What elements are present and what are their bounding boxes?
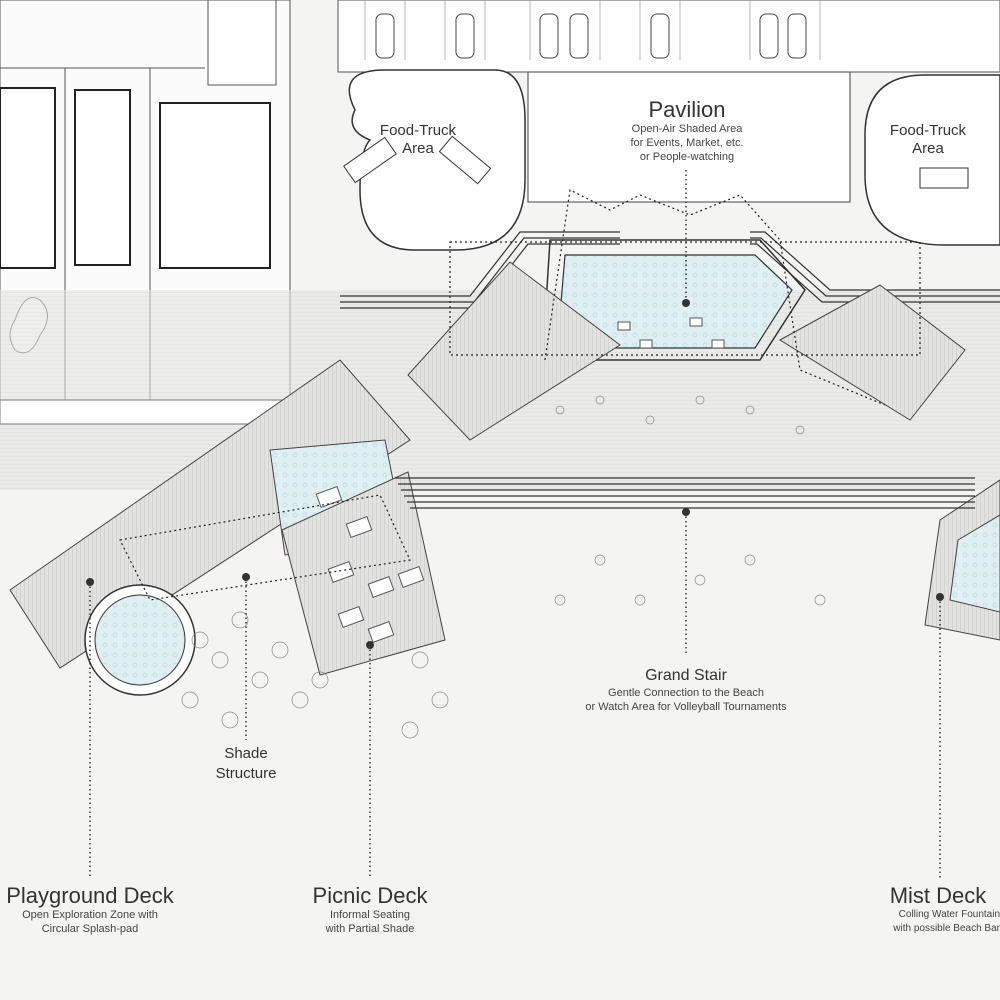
label-pavilion: Pavilion Open-Air Shaded Area for Events… bbox=[607, 98, 767, 164]
food-truck-right-title1: Food-Truck bbox=[889, 122, 967, 139]
playground-deck-title: Playground Deck bbox=[6, 883, 174, 908]
shade-structure-title2: Structure bbox=[215, 765, 277, 782]
playground-deck-sub2: Circular Splash-pad bbox=[41, 923, 139, 935]
label-food-truck-right: Food-Truck Area bbox=[888, 122, 968, 158]
shade-structure-title1: Shade bbox=[224, 745, 268, 762]
leader-lines bbox=[89, 170, 941, 878]
pavilion-block bbox=[527, 71, 851, 203]
grand-stair-sub2: or Watch Area for Volleyball Tournaments bbox=[585, 701, 787, 713]
label-mist-deck: Mist Deck Colling Water Fountain with po… bbox=[876, 884, 1000, 936]
shade-frames bbox=[119, 189, 921, 601]
food-truck-left-title1: Food-Truck bbox=[379, 122, 457, 139]
food-truck-right-title2: Area bbox=[912, 140, 944, 157]
mist-deck-sub2: with possible Beach Bar bbox=[893, 923, 1000, 934]
label-shade-structure: Shade Structure bbox=[206, 744, 286, 784]
decks bbox=[9, 261, 1000, 676]
grand-stair-lines bbox=[395, 477, 975, 509]
food-truck-areas bbox=[343, 69, 1000, 251]
label-grand-stair: Grand Stair Gentle Connection to the Bea… bbox=[566, 666, 806, 714]
pavilion-sub1: Open-Air Shaded Area bbox=[631, 123, 743, 135]
playground-deck-sub1: Open Exploration Zone with bbox=[22, 909, 158, 921]
label-playground-deck: Playground Deck Open Exploration Zone wi… bbox=[0, 884, 180, 936]
mist-deck-title: Mist Deck bbox=[889, 883, 987, 908]
label-picnic-deck: Picnic Deck Informal Seating with Partia… bbox=[300, 884, 440, 936]
picnic-deck-sub2: with Partial Shade bbox=[325, 923, 415, 935]
splash-pad bbox=[84, 584, 196, 696]
planter-strip bbox=[0, 399, 291, 425]
grand-stair-sub1: Gentle Connection to the Beach bbox=[608, 687, 764, 699]
grand-stair-title: Grand Stair bbox=[645, 667, 727, 684]
pavilion-sub2: for Events, Market, etc. bbox=[630, 137, 744, 149]
picnic-deck-sub1: Informal Seating bbox=[329, 909, 411, 921]
mist-deck-sub1: Colling Water Fountain bbox=[898, 909, 1000, 920]
pavilion-sub3: or People-watching bbox=[639, 151, 735, 163]
picnic-deck-title: Picnic Deck bbox=[312, 883, 428, 908]
label-food-truck-left: Food-Truck Area bbox=[378, 122, 458, 158]
picnic-tables bbox=[315, 486, 425, 643]
pavilion-title: Pavilion bbox=[648, 97, 726, 122]
parking bbox=[337, 0, 1000, 73]
buildings bbox=[0, 0, 291, 401]
food-truck-left-title2: Area bbox=[402, 140, 434, 157]
vegetation bbox=[181, 395, 826, 739]
leader-dots bbox=[86, 299, 944, 649]
